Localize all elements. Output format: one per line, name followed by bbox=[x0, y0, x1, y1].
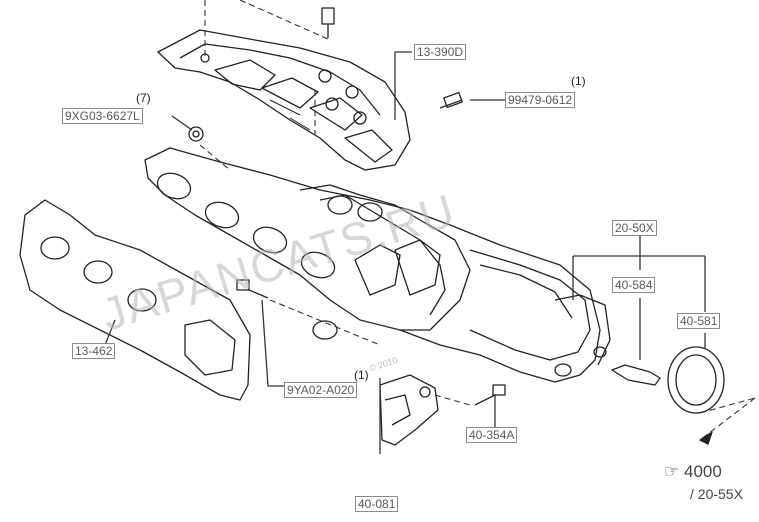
arrow-icon bbox=[699, 431, 713, 445]
pointing-hand-icon: ☞ bbox=[664, 462, 680, 481]
ring-gasket-part bbox=[667, 346, 725, 414]
reference-sub[interactable]: / 20-55X bbox=[690, 486, 743, 502]
label-13-462[interactable]: 13-462 bbox=[72, 343, 116, 359]
heat-shield-part bbox=[157, 29, 411, 171]
label-99479-0612[interactable]: 99479-0612 bbox=[505, 92, 576, 108]
label-9YA02-A020[interactable]: 9YA02-A020 bbox=[284, 382, 358, 398]
manifold-gasket-part bbox=[19, 199, 251, 401]
bracket-part bbox=[379, 374, 439, 446]
label-9XG03-6627L[interactable]: 9XG03-6627L bbox=[62, 108, 143, 124]
leader-lines bbox=[104, 51, 706, 454]
label-40-081[interactable]: 40-081 bbox=[355, 496, 399, 512]
label-40-584[interactable]: 40-584 bbox=[612, 277, 656, 293]
qty-99479-0612: (1) bbox=[571, 74, 586, 88]
qty-9YA02-A020: (1) bbox=[354, 368, 369, 382]
label-20-50X[interactable]: 20-50X bbox=[612, 220, 657, 236]
dashed-guides bbox=[199, 0, 756, 441]
qty-9XG03-6627L: (7) bbox=[136, 91, 151, 105]
label-13-390D[interactable]: 13-390D bbox=[414, 44, 467, 60]
reference-link[interactable]: ☞ 4000 bbox=[664, 462, 722, 482]
exhaust-manifold-part bbox=[144, 147, 611, 383]
bolt-top-part bbox=[188, 7, 661, 406]
label-40-581[interactable]: 40-581 bbox=[677, 313, 721, 329]
reference-main: 4000 bbox=[683, 462, 722, 481]
label-40-354A[interactable]: 40-354A bbox=[466, 427, 518, 443]
